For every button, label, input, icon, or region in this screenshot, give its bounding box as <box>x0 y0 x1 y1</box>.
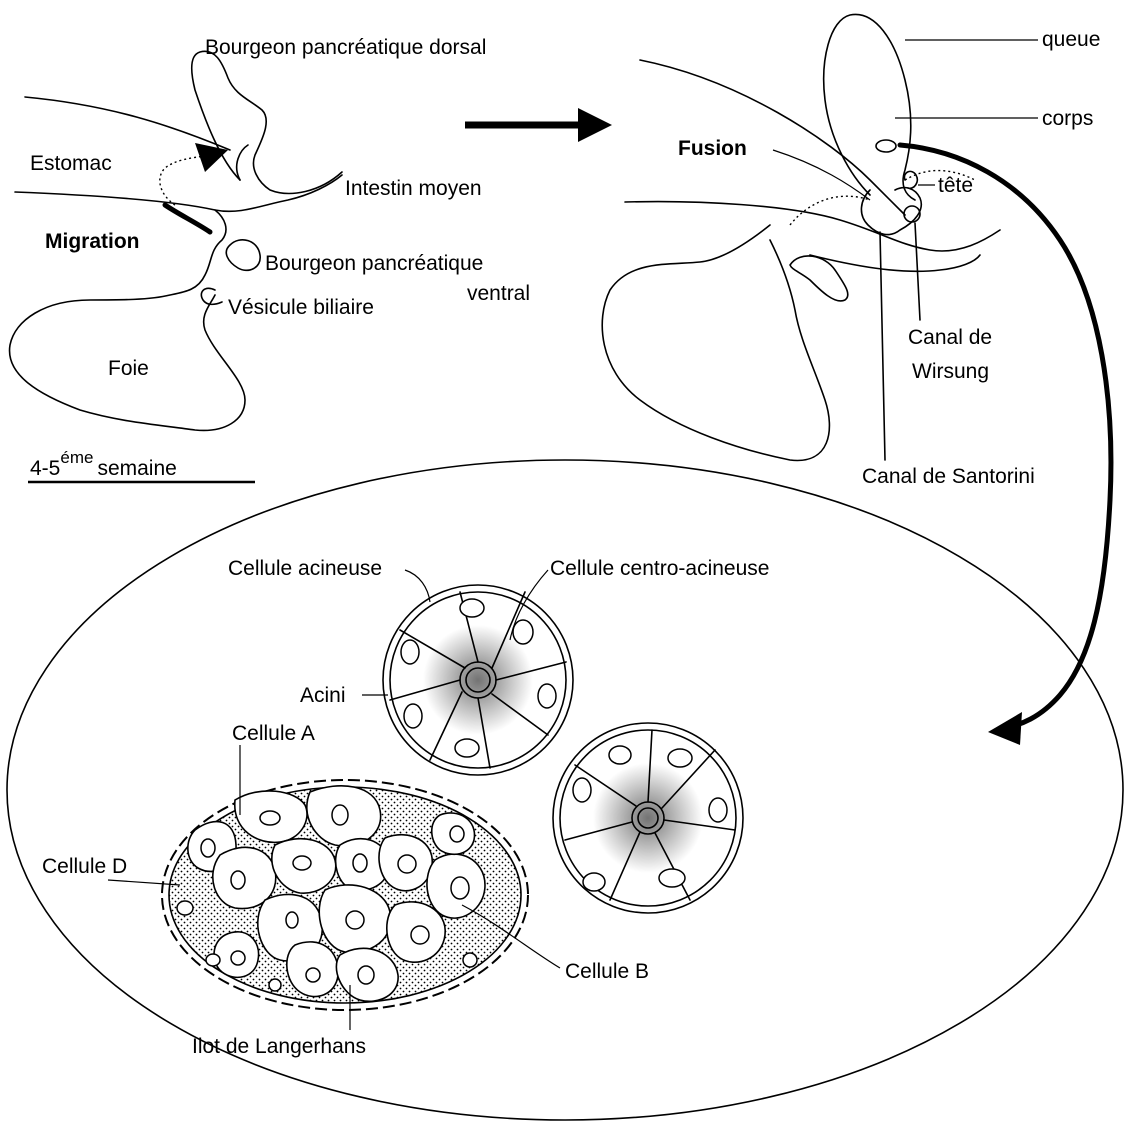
label-queue: queue <box>1042 28 1100 51</box>
label-bourgeon-dorsal: Bourgeon pancréatique dorsal <box>205 36 486 59</box>
label-fusion: Fusion <box>678 137 747 160</box>
fused-pancreas-group <box>602 14 1111 745</box>
dorsal-bud-inner <box>237 145 248 180</box>
cellule-d-leader <box>108 880 180 885</box>
acineuse-leader <box>405 570 430 602</box>
dorsal-bud-outline <box>192 51 342 193</box>
migration-arrow-curve <box>165 205 210 232</box>
label-migration: Migration <box>45 230 140 253</box>
label-estomac: Estomac <box>30 152 112 175</box>
islet-of-langerhans <box>162 780 528 1010</box>
label-tete: tête <box>938 174 973 197</box>
label-bourgeon-ventral-1: Bourgeon pancréatique <box>265 252 483 275</box>
label-corps: corps <box>1042 107 1093 130</box>
label-vesicule-biliaire: Vésicule biliaire <box>228 296 374 319</box>
duct-opening <box>876 140 896 152</box>
label-acini: Acini <box>300 684 346 707</box>
label-canal-wirsung-1: Canal de <box>908 326 992 349</box>
label-bourgeon-ventral-2: ventral <box>467 282 530 305</box>
label-ilot-langerhans: Ilot de Langerhans <box>192 1035 366 1058</box>
gallbladder-right <box>790 256 848 301</box>
migration-dotted-path <box>160 156 205 205</box>
label-cellule-centro-acineuse: Cellule centro-acineuse <box>550 557 769 580</box>
label-cellule-a: Cellule A <box>232 722 315 745</box>
label-canal-wirsung-2: Wirsung <box>912 360 989 383</box>
zoom-arrowhead <box>988 712 1022 745</box>
acinus-2 <box>553 723 743 913</box>
label-cellule-b: Cellule B <box>565 960 649 983</box>
label-cellule-acineuse: Cellule acineuse <box>228 557 382 580</box>
label-canal-santorini: Canal de Santorini <box>862 465 1035 488</box>
fusion-dotted-left <box>790 196 870 225</box>
santorini-duct <box>880 232 885 460</box>
stomach-upper-outline <box>25 97 230 150</box>
duodenum-line-right-lower <box>810 255 980 271</box>
stage-transition-arrow <box>465 108 612 142</box>
acinus-1 <box>383 585 573 775</box>
fusion-leader <box>773 150 870 200</box>
duodenum-line-right <box>625 202 1000 251</box>
ventral-bud-outline <box>226 240 260 271</box>
label-intestin-moyen: Intestin moyen <box>345 177 482 200</box>
zoom-arrow-curve <box>900 145 1111 728</box>
label-foie: Foie <box>108 357 149 380</box>
pancreas-tail-body-outline <box>824 14 915 200</box>
label-cellule-d: Cellule D <box>42 855 127 878</box>
